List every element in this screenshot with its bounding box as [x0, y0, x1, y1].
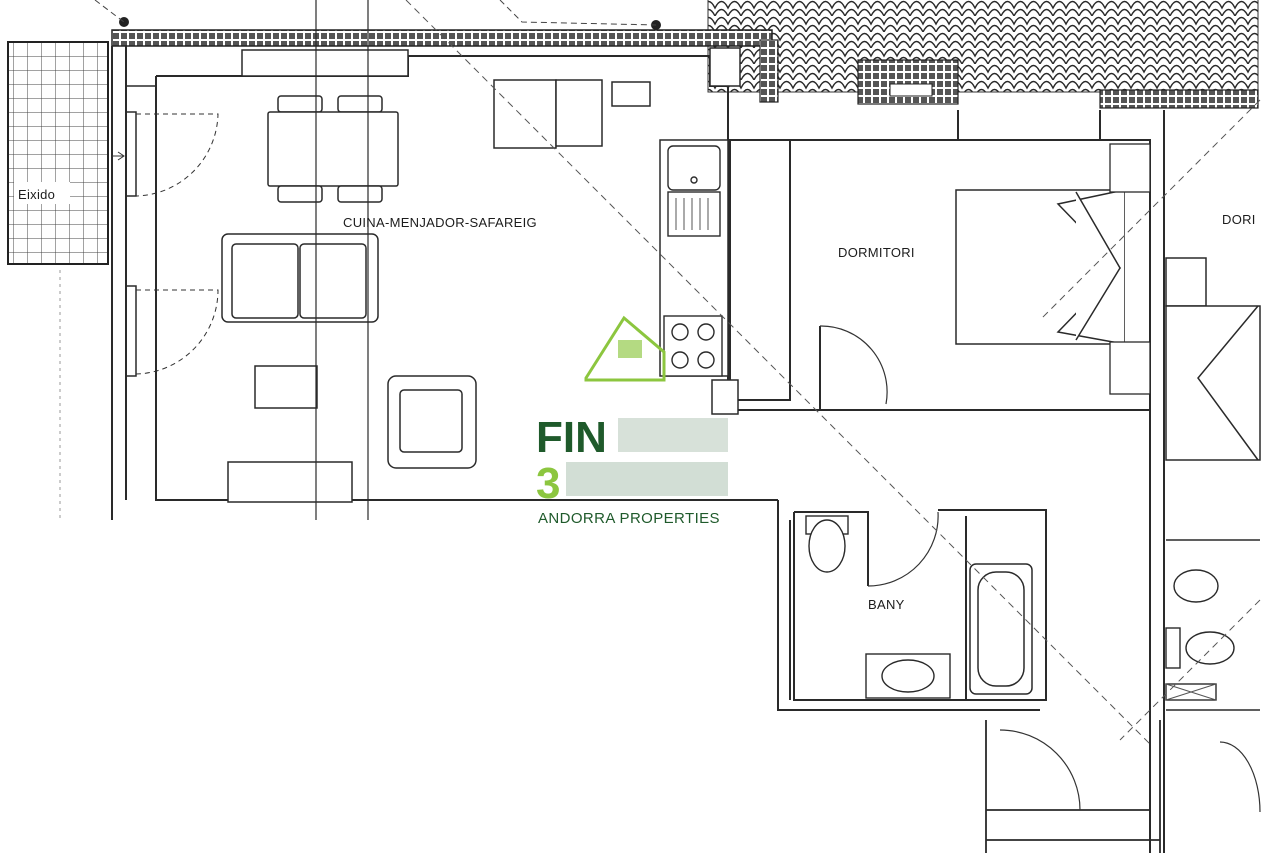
watermark-logo: FIN 3 ANDORRA PROPERTIES	[536, 315, 728, 527]
roof-tiles	[708, 0, 1258, 92]
bathroom-label: BANY	[868, 597, 905, 612]
brand-name: FIN	[536, 413, 607, 462]
bed	[955, 189, 1125, 345]
bathroom-wall	[793, 509, 1047, 701]
door-swing	[867, 511, 939, 587]
coffee-table	[254, 365, 318, 409]
bathtub	[969, 563, 1033, 695]
house-icon	[584, 315, 666, 382]
door-swing	[135, 113, 219, 197]
door-swing	[999, 729, 1081, 811]
bedroom-wall	[790, 110, 1165, 853]
toilet-partial	[1165, 539, 1260, 711]
sink	[667, 145, 721, 237]
top-wall	[111, 29, 773, 47]
door-swing	[1219, 741, 1261, 813]
sofa	[221, 233, 379, 323]
kitchen-label: CUINA-MENJADOR-SAFAREIG	[343, 215, 537, 230]
corner-post	[119, 17, 129, 27]
washbasin	[865, 653, 951, 699]
door-swing	[819, 325, 888, 405]
bedroom-label: DORMITORI	[838, 245, 915, 260]
brand-digit: 3	[536, 459, 560, 508]
bedroom-partial-label: DORI	[1222, 212, 1256, 227]
tv-unit	[227, 461, 353, 503]
armchair	[387, 375, 477, 469]
terrace-floor	[7, 41, 109, 265]
bed-partial	[1165, 257, 1261, 461]
terrace-label: Eixido	[18, 187, 55, 202]
terrace-label-bg	[14, 182, 70, 204]
parapet-right	[1099, 89, 1259, 109]
top-wall-right	[759, 39, 779, 103]
door-swing	[135, 289, 219, 375]
brand-tagline: ANDORRA PROPERTIES	[538, 510, 720, 527]
cooktop	[663, 315, 723, 377]
bidet	[805, 515, 849, 573]
dining-set	[267, 95, 399, 203]
parapet	[857, 59, 959, 105]
